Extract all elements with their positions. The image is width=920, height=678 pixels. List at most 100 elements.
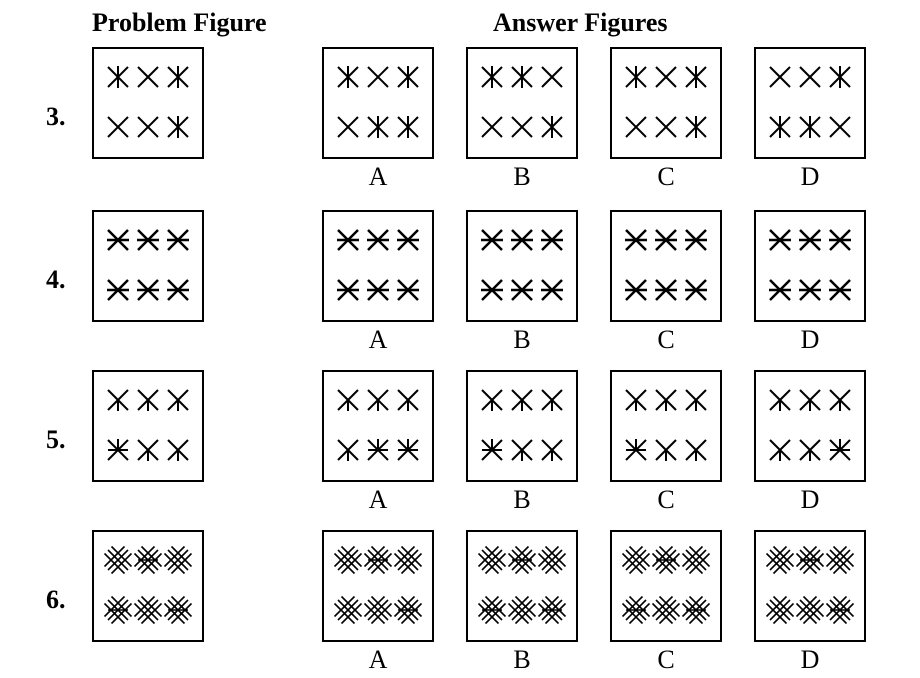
symbol-glyph [481,279,503,301]
symbol-glyph [337,439,359,461]
question-number: 4. [46,265,66,294]
symbol-glyph [167,116,189,138]
symbol-glyph [765,545,795,575]
answer-figure-a[interactable] [322,47,434,159]
symbol-glyph [511,116,533,138]
answer-figure-d[interactable] [754,210,866,322]
answer-figure-d[interactable] [754,530,866,642]
symbol-glyph [655,279,677,301]
symbol-glyph [507,595,537,625]
option-label: A [368,485,388,514]
symbol-glyph [655,66,677,88]
answer-figure-c[interactable] [610,530,722,642]
symbol-glyph [799,66,821,88]
symbol-glyph [167,439,189,461]
answer-figure-a[interactable] [322,210,434,322]
figure-symbols [481,229,563,301]
symbol-glyph [103,595,133,625]
symbol-glyph [137,439,159,461]
symbol-glyph [137,229,159,251]
option-label: B [513,162,531,191]
option-label: A [368,645,388,674]
symbol-glyph [137,389,159,411]
answer-figure-b[interactable] [466,530,578,642]
symbol-glyph [765,595,795,625]
symbol-glyph [337,116,359,138]
option-label: A [368,162,388,191]
option-label: C [657,325,675,354]
symbol-glyph [829,229,851,251]
figure-symbols [625,389,707,461]
symbol-glyph [541,116,563,138]
figure-symbols [769,66,851,138]
answer-figure-d[interactable] [754,370,866,482]
answer-figure-c[interactable] [610,47,722,159]
figure-symbols [337,66,419,138]
symbol-glyph [625,439,647,461]
symbol-glyph [107,279,129,301]
figure-symbols [769,229,851,301]
symbol-glyph [337,66,359,88]
symbol-glyph [655,116,677,138]
figure-symbols [333,545,423,625]
symbol-glyph [167,279,189,301]
symbol-glyph [799,116,821,138]
symbol-glyph [685,66,707,88]
figure-symbols [337,389,419,461]
symbol-glyph [541,439,563,461]
symbol-glyph [393,595,423,625]
option-label: B [513,645,531,674]
symbol-glyph [363,545,393,575]
option-label: C [657,645,675,674]
question-number: 5. [46,425,66,454]
answer-figure-c[interactable] [610,370,722,482]
symbol-glyph [799,439,821,461]
symbol-glyph [481,229,503,251]
symbol-glyph [337,279,359,301]
symbol-glyph [397,279,419,301]
answer-figure-c[interactable] [610,210,722,322]
symbol-glyph [107,66,129,88]
symbol-glyph [107,439,129,461]
symbol-glyph [511,279,533,301]
symbol-glyph [511,439,533,461]
symbol-glyph [397,229,419,251]
answer-figure-b[interactable] [466,370,578,482]
answer-figure-a[interactable] [322,530,434,642]
symbol-glyph [393,545,423,575]
symbol-glyph [769,66,791,88]
answer-figure-b[interactable] [466,210,578,322]
symbol-glyph [367,279,389,301]
symbol-glyph [397,389,419,411]
symbol-glyph [685,116,707,138]
symbol-glyph [799,389,821,411]
answer-figure-d[interactable] [754,47,866,159]
figure-symbols [107,389,189,461]
option-label: C [657,485,675,514]
symbol-glyph [397,116,419,138]
symbol-glyph [541,279,563,301]
figure-symbols [765,545,855,625]
symbol-glyph [651,595,681,625]
symbol-glyph [541,66,563,88]
symbol-glyph [481,439,503,461]
symbol-glyph [137,66,159,88]
symbol-glyph [685,229,707,251]
figure-symbols [103,545,193,625]
symbol-glyph [537,545,567,575]
symbol-glyph [799,229,821,251]
option-label: D [800,162,820,191]
answer-figures-header: Answer Figures [493,8,668,37]
symbol-glyph [829,439,851,461]
problem-figure-header: Problem Figure [92,8,267,37]
symbol-glyph [769,279,791,301]
answer-figure-b[interactable] [466,47,578,159]
symbol-glyph [167,66,189,88]
answer-figure-a[interactable] [322,370,434,482]
symbol-glyph [541,389,563,411]
problem-figure [92,210,204,322]
symbol-glyph [137,116,159,138]
symbol-glyph [625,116,647,138]
symbol-glyph [481,389,503,411]
symbol-glyph [681,545,711,575]
